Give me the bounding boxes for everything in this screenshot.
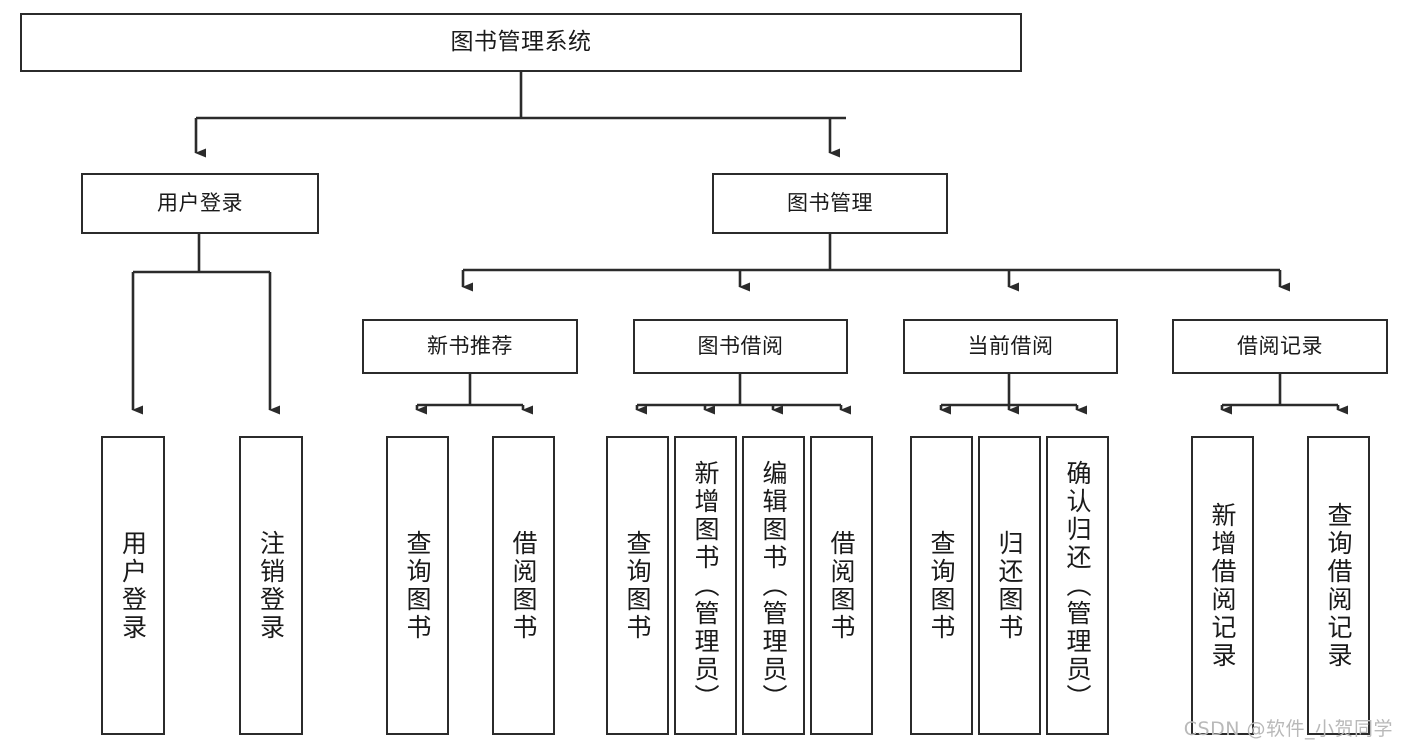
node-root-system[interactable]: 图书管理系统	[20, 13, 1022, 72]
node-label: 借阅图书	[509, 529, 538, 642]
node-label: 编辑图书（管理员）	[759, 459, 788, 712]
node-label: 查询图书	[403, 529, 432, 642]
node-label: 当前借阅	[967, 334, 1054, 359]
node-borrow-record[interactable]: 借阅记录	[1172, 319, 1388, 374]
node-label: 用户登录	[157, 191, 243, 216]
node-book-management[interactable]: 图书管理	[712, 173, 948, 234]
node-label: 图书管理	[787, 191, 873, 216]
node-leaf-borrow-book[interactable]: 借阅图书	[810, 436, 873, 735]
node-leaf-query-book-recommend[interactable]: 查询图书	[386, 436, 449, 735]
node-label: 新增借阅记录	[1208, 501, 1237, 670]
node-leaf-query-book-current[interactable]: 查询图书	[910, 436, 973, 735]
node-leaf-return-book[interactable]: 归还图书	[978, 436, 1041, 735]
node-label: 归还图书	[995, 529, 1024, 642]
node-user-login[interactable]: 用户登录	[81, 173, 319, 234]
node-label: 注销登录	[256, 529, 286, 642]
node-label: 查询借阅记录	[1324, 501, 1353, 670]
watermark-text: CSDN @软件_小贺同学	[1183, 718, 1393, 740]
node-label: 图书管理系统	[450, 28, 592, 55]
node-label: 查询图书	[623, 529, 652, 642]
node-label: 图书借阅	[697, 334, 784, 359]
node-leaf-query-borrow-record[interactable]: 查询借阅记录	[1307, 436, 1370, 735]
node-current-borrow[interactable]: 当前借阅	[903, 319, 1118, 374]
node-label: 新书推荐	[427, 334, 513, 359]
node-label: 查询图书	[927, 529, 956, 642]
node-leaf-confirm-return-admin[interactable]: 确认归还（管理员）	[1046, 436, 1109, 735]
node-leaf-query-book-borrow[interactable]: 查询图书	[606, 436, 669, 735]
node-label: 新增图书（管理员）	[691, 459, 720, 712]
node-label: 借阅图书	[827, 529, 856, 642]
node-new-book-recommend[interactable]: 新书推荐	[362, 319, 578, 374]
node-book-borrow[interactable]: 图书借阅	[633, 319, 848, 374]
node-label: 确认归还（管理员）	[1063, 459, 1092, 712]
node-label: 用户登录	[118, 529, 148, 642]
node-leaf-add-borrow-record[interactable]: 新增借阅记录	[1191, 436, 1254, 735]
node-leaf-user-login[interactable]: 用户登录	[101, 436, 165, 735]
node-leaf-user-logout[interactable]: 注销登录	[239, 436, 303, 735]
node-leaf-add-book-admin[interactable]: 新增图书（管理员）	[674, 436, 737, 735]
node-leaf-borrow-book-recommend[interactable]: 借阅图书	[492, 436, 555, 735]
node-label: 借阅记录	[1237, 334, 1323, 359]
node-leaf-edit-book-admin[interactable]: 编辑图书（管理员）	[742, 436, 805, 735]
